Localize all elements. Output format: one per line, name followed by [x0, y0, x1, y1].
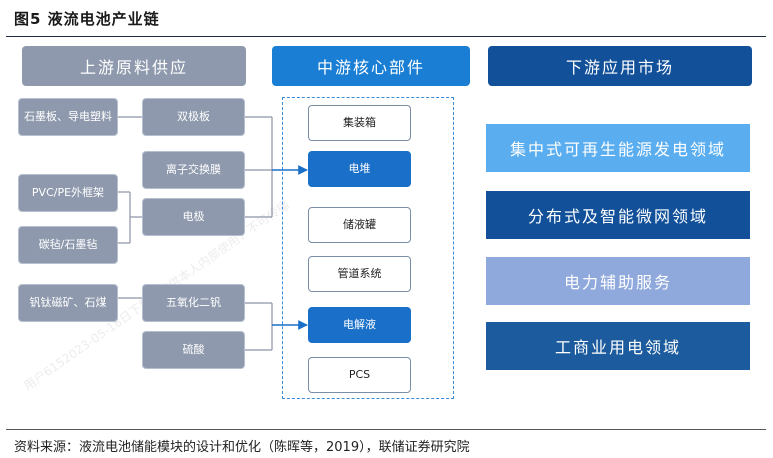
figure-title: 图5 液流电池产业链: [14, 10, 160, 28]
material-electrode: 电极: [142, 198, 245, 236]
material-bipolar-plate: 双极板: [142, 98, 245, 136]
raw-graphite-plastic: 石墨板、导电塑料: [18, 98, 118, 136]
material-v2o5: 五氧化二钒: [142, 284, 245, 322]
raw-pvc-frame: PVC/PE外框架: [18, 174, 118, 212]
component-tank: 储液罐: [308, 207, 411, 243]
component-piping: 管道系统: [308, 256, 411, 292]
raw-ore: 钒钛磁矿、石煤: [18, 284, 118, 322]
component-container: 集装箱: [308, 105, 411, 141]
source-note: 资料来源：液流电池储能模块的设计和优化（陈晖等，2019），联储证券研究院: [14, 440, 470, 455]
raw-felt: 碳毡/石墨毡: [18, 226, 118, 264]
header-midstream: 中游核心部件: [272, 46, 470, 86]
material-sulfuric-acid: 硫酸: [142, 331, 245, 369]
header-downstream: 下游应用市场: [488, 46, 752, 86]
application-commercial-industrial: 工商业用电领域: [486, 322, 750, 370]
midstream-group-frame: [282, 97, 454, 399]
component-pcs: PCS: [308, 357, 411, 393]
application-centralized-renewable: 集中式可再生能源发电领域: [486, 124, 750, 172]
material-ion-membrane: 离子交换膜: [142, 151, 245, 189]
header-upstream: 上游原料供应: [22, 46, 246, 86]
component-electrolyte: 电解液: [308, 307, 411, 343]
application-ancillary-service: 电力辅助服务: [486, 257, 750, 305]
top-rule: [6, 36, 766, 37]
bottom-rule: [6, 429, 766, 430]
component-stack: 电堆: [308, 151, 411, 187]
application-distributed-microgrid: 分布式及智能微网领域: [486, 191, 750, 239]
